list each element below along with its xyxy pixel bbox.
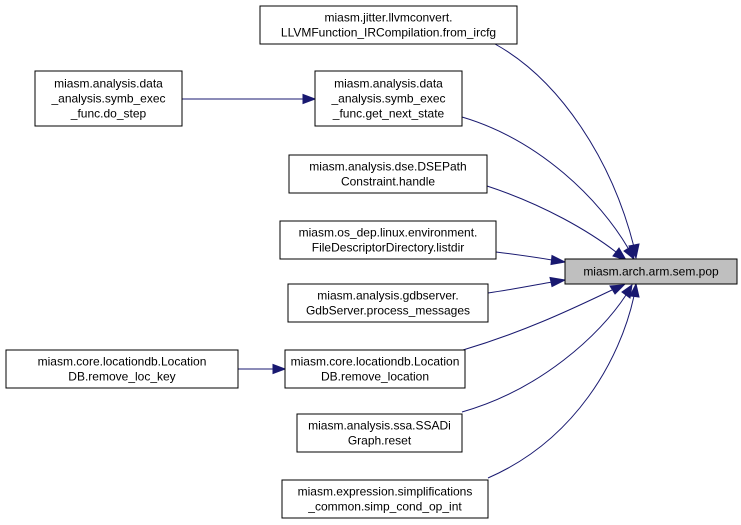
node-label-line: miasm.os_dep.linux.environment. xyxy=(299,226,478,240)
node-label-line: FileDescriptorDirectory.listdir xyxy=(312,241,464,255)
edge-remove-location-to-pop xyxy=(462,284,626,351)
node-label-line: miasm.analysis.data xyxy=(54,77,163,91)
edge-process-messages-to-pop xyxy=(487,276,567,294)
node-label-line: DB.remove_loc_key xyxy=(68,370,175,384)
node-label-line: GdbServer.process_messages xyxy=(306,304,470,318)
node-label-line: _func.do_step xyxy=(70,107,147,121)
node-label-line: Graph.reset xyxy=(348,434,412,448)
edge-remove-loc-key-to-remove-location xyxy=(238,363,287,375)
node-label-line: _analysis.symb_exec xyxy=(50,92,165,106)
node-label-line: Constraint.handle xyxy=(341,175,435,189)
edge-simp-cond-op-int-to-pop xyxy=(487,282,640,479)
node-label-line: miasm.expression.simplifications xyxy=(298,485,473,499)
edge-get-next-state-to-pop xyxy=(461,116,635,261)
node-do-step[interactable]: miasm.analysis.data_analysis.symb_exec_f… xyxy=(34,70,183,127)
node-label-line: miasm.core.locationdb.Location xyxy=(291,355,460,369)
node-label-line: miasm.analysis.data xyxy=(334,77,443,91)
node-label-line: miasm.analysis.ssa.SSADi xyxy=(308,419,451,433)
node-label-line: LLVMFunction_IRCompilation.from_ircfg xyxy=(281,26,496,40)
node-label-line: _common.simp_cond_op_int xyxy=(307,500,462,514)
node-label-line: miasm.core.locationdb.Location xyxy=(38,355,207,369)
edge-do-step-to-get-next-state xyxy=(182,93,317,105)
edge-ssa-reset-to-pop xyxy=(461,283,633,413)
node-dse-handle[interactable]: miasm.analysis.dse.DSEPathConstraint.han… xyxy=(288,154,488,194)
node-remove-location[interactable]: miasm.core.locationdb.LocationDB.remove_… xyxy=(284,349,466,389)
node-label-line: miasm.analysis.dse.DSEPath xyxy=(309,160,466,174)
node-get-next-state[interactable]: miasm.analysis.data_analysis.symb_exec_f… xyxy=(314,70,463,127)
node-label-line: _func.get_next_state xyxy=(332,107,445,121)
node-remove-loc-key[interactable]: miasm.core.locationdb.LocationDB.remove_… xyxy=(5,349,239,389)
node-label-line: _analysis.symb_exec xyxy=(330,92,445,106)
edge-listdir-to-pop xyxy=(495,251,567,266)
edge-dse-handle-to-pop xyxy=(486,185,628,261)
node-from-ircfg[interactable]: miasm.jitter.llvmconvert.LLVMFunction_IR… xyxy=(259,5,518,45)
node-label-line: miasm.jitter.llvmconvert. xyxy=(324,11,452,25)
edge-from-ircfg-to-pop xyxy=(494,43,640,260)
node-pop[interactable]: miasm.arch.arm.sem.pop xyxy=(564,258,738,285)
node-label-line: miasm.analysis.gdbserver. xyxy=(317,289,458,303)
node-simp-cond-op-int[interactable]: miasm.expression.simplifications_common.… xyxy=(281,479,489,519)
node-listdir[interactable]: miasm.os_dep.linux.environment.FileDescr… xyxy=(279,220,497,260)
node-label-line: miasm.arch.arm.sem.pop xyxy=(583,265,719,279)
node-label-line: DB.remove_location xyxy=(321,370,429,384)
node-process-messages[interactable]: miasm.analysis.gdbserver.GdbServer.proce… xyxy=(287,283,489,323)
